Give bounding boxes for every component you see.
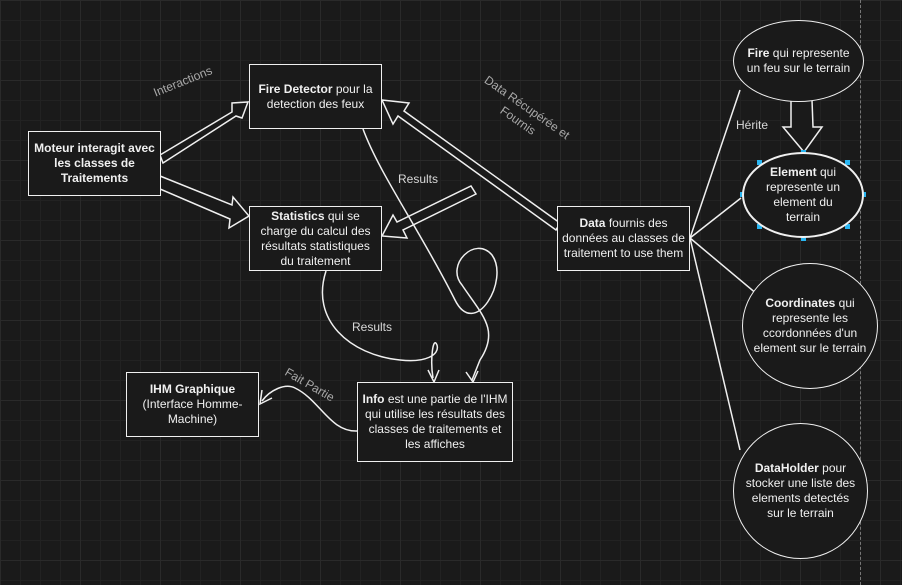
node-element[interactable]: Element qui represente un element du ter… xyxy=(742,152,864,238)
arrow-fire-to-element xyxy=(781,99,824,154)
link-data-to-dataholder xyxy=(689,237,741,451)
arrow-moteur-to-fire-detector xyxy=(159,101,250,165)
link-statistics-to-info xyxy=(321,270,439,379)
node-ihm[interactable]: IHM Graphique (Interface Homme-Machine) xyxy=(126,372,259,437)
node-statistics-title: Statistics xyxy=(271,208,325,223)
node-fire-title: Fire xyxy=(747,46,770,60)
arrow-data-to-fire-detector xyxy=(380,99,561,232)
arrow-results-to-statistics xyxy=(380,185,478,239)
label-herite: Hérite xyxy=(736,118,769,132)
link-data-to-fire xyxy=(689,89,741,239)
label-results-top: Results xyxy=(398,172,439,186)
arrow-moteur-to-statistics xyxy=(159,174,251,230)
node-data[interactable]: Data fournis des données au classes de t… xyxy=(557,206,690,271)
node-statistics[interactable]: Statistics qui se charge du calcul des r… xyxy=(249,206,382,271)
arrowhead-info-top xyxy=(465,370,479,384)
node-info[interactable]: Info est une partie de l'IHM qui utilise… xyxy=(357,382,513,462)
link-fire-detector-to-info xyxy=(362,128,498,381)
node-info-title: Info xyxy=(362,392,385,406)
node-coordinates[interactable]: Coordinates qui represente les ccordonné… xyxy=(742,263,878,389)
label-results-bottom: Results xyxy=(352,320,393,334)
node-moteur-title: Moteur interagit avec les classes de Tra… xyxy=(34,141,155,185)
node-dataholder-title: DataHolder xyxy=(754,461,819,475)
node-fire-detector[interactable]: Fire Detector pour la detection des feux xyxy=(249,64,382,129)
node-coordinates-title: Coordinates xyxy=(765,296,836,310)
node-ihm-title: IHM Graphique xyxy=(149,382,236,396)
node-fire[interactable]: Fire qui represente un feu sur le terrai… xyxy=(733,20,864,102)
node-fire-detector-title: Fire Detector xyxy=(258,81,333,96)
node-dataholder[interactable]: DataHolder pour stocker une liste des el… xyxy=(733,423,868,559)
arrowhead-ihm xyxy=(259,389,273,406)
node-element-title: Element xyxy=(769,165,817,179)
link-data-to-element xyxy=(689,197,742,239)
arrowhead-info-left xyxy=(427,369,440,384)
node-data-title: Data xyxy=(579,216,606,230)
link-info-to-ihm xyxy=(261,385,358,432)
node-moteur[interactable]: Moteur interagit avec les classes de Tra… xyxy=(28,131,161,196)
